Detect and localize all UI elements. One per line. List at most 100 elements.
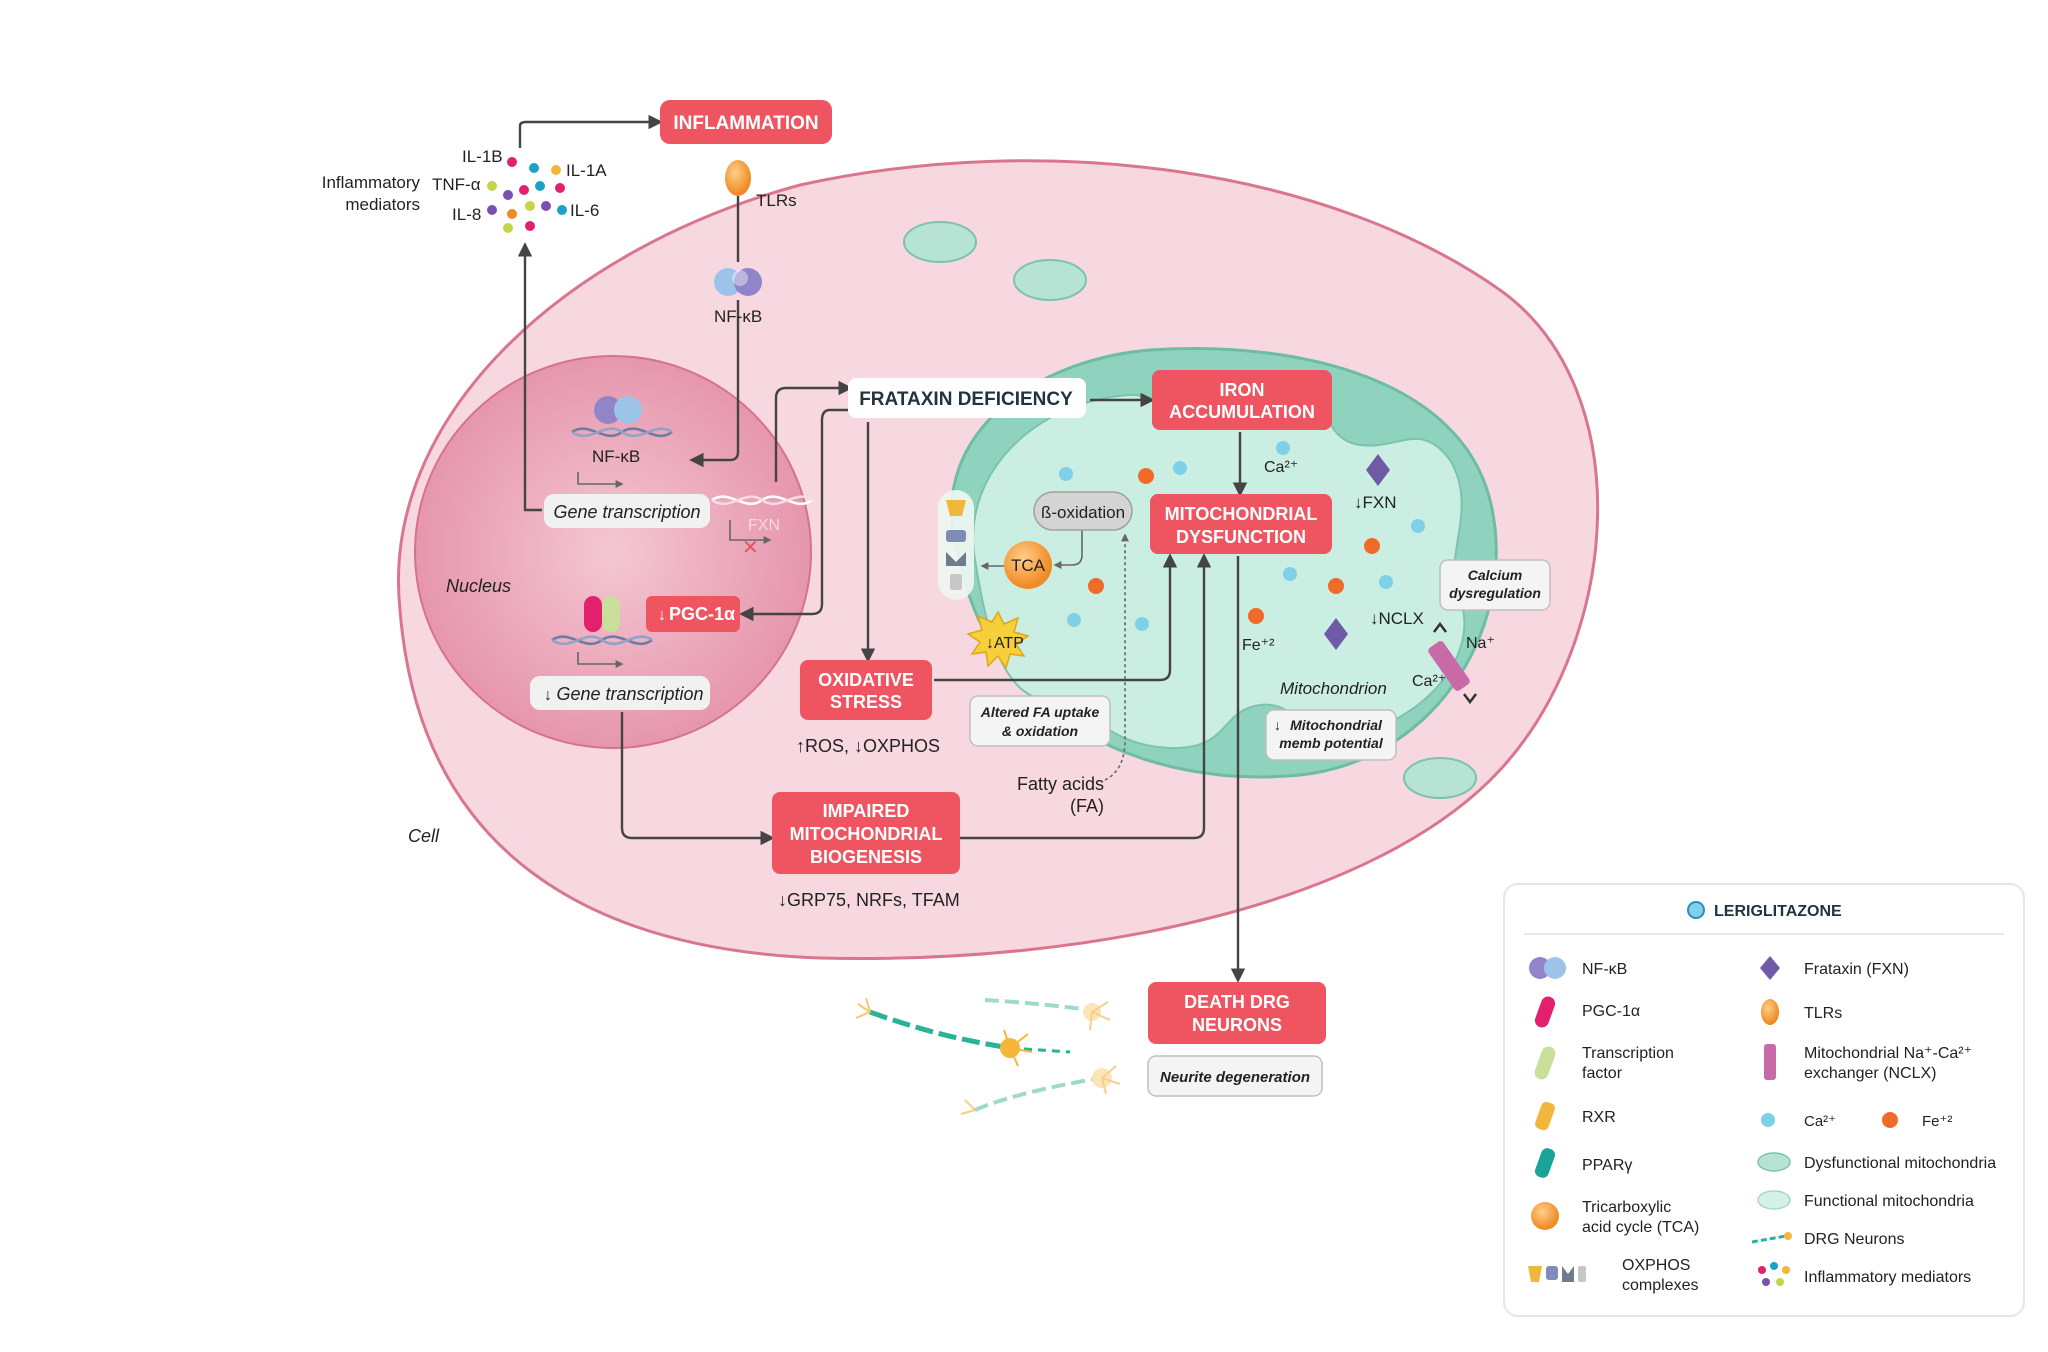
legend-dysfunctional-mito-icon bbox=[1757, 1152, 1791, 1172]
il8-label: IL-8 bbox=[452, 205, 481, 224]
tlrs-icon bbox=[725, 160, 751, 196]
legend-drg-neurons-icon bbox=[1751, 1232, 1792, 1244]
svg-text:memb potential: memb potential bbox=[1279, 735, 1384, 751]
ca-low-label: Ca²⁺ bbox=[1412, 673, 1446, 690]
svg-text:TLRs: TLRs bbox=[1804, 1005, 1842, 1022]
arrow-to-inflammation bbox=[518, 114, 663, 148]
legend-ppar-icon bbox=[1534, 1148, 1556, 1178]
svg-text:dysregulation: dysregulation bbox=[1449, 585, 1541, 601]
svg-text:Tricarboxylic: Tricarboxylic bbox=[1582, 1199, 1671, 1216]
nucleus-label: Nucleus bbox=[446, 576, 511, 596]
legend-title: LERIGLITAZONE bbox=[1714, 903, 1842, 920]
svg-text:↓: ↓ bbox=[544, 687, 552, 704]
arrow-fxn-to-deficiency bbox=[774, 380, 853, 482]
legend-tca-icon bbox=[1531, 1202, 1559, 1230]
arrow-nfkb-to-nucleus bbox=[689, 300, 740, 468]
calcium-dysregulation-pill: Calcium dysregulation bbox=[1439, 559, 1551, 611]
gene-transcription-down-pill: ↓ Gene transcription bbox=[530, 676, 710, 710]
mitochondrion-label: Mitochondrion bbox=[1280, 679, 1387, 698]
nfkb-nucleus-label: NF-κB bbox=[592, 447, 640, 466]
legend-tlrs-icon bbox=[1761, 999, 1779, 1025]
legend-pgc1a-icon bbox=[1534, 996, 1556, 1028]
svg-text:Mitochondrial: Mitochondrial bbox=[1290, 717, 1383, 733]
beta-oxidation-pill bbox=[1033, 491, 1133, 531]
neurite-degeneration-pill: Neurite degeneration bbox=[1147, 1055, 1323, 1097]
svg-text:OXIDATIVE: OXIDATIVE bbox=[818, 670, 914, 690]
il1b-label: IL-1B bbox=[462, 147, 503, 166]
arrow-beta-to-tca bbox=[1053, 530, 1083, 569]
svg-text:Transcription: Transcription bbox=[1582, 1045, 1674, 1062]
nfkb-label: NF-κB bbox=[714, 307, 762, 326]
mito-memb-potential-pill: ↓ Mitochondrial memb potential bbox=[1265, 709, 1397, 761]
frataxin-icon bbox=[1366, 454, 1390, 486]
svg-text:acid cycle (TCA): acid cycle (TCA) bbox=[1582, 1219, 1699, 1236]
gene-transcription-pill: Gene transcription bbox=[544, 494, 710, 528]
svg-text:NF-κB: NF-κB bbox=[1582, 961, 1627, 978]
nclx-mito-label: ↓NCLX bbox=[1370, 609, 1424, 628]
small-mitochondrion-2 bbox=[1013, 259, 1087, 301]
inflammatory-mediators-label-2: mediators bbox=[345, 195, 420, 214]
transcription-arrow-2 bbox=[577, 652, 624, 668]
legend-rxr-icon bbox=[1535, 1101, 1555, 1131]
svg-text:MITOCHONDRIAL: MITOCHONDRIAL bbox=[790, 824, 943, 844]
impaired-biogenesis-box: IMPAIRED MITOCHONDRIAL BIOGENESIS bbox=[772, 792, 960, 874]
tlrs-label: TLRs bbox=[756, 191, 797, 210]
death-drg-neurons-box: DEATH DRG NEURONS bbox=[1148, 982, 1326, 1044]
svg-text:FRATAXIN DEFICIENCY: FRATAXIN DEFICIENCY bbox=[859, 389, 1073, 410]
small-mitochondrion-3 bbox=[1403, 757, 1477, 799]
svg-text:Ca²⁺: Ca²⁺ bbox=[1804, 1113, 1836, 1130]
fatty-acids-label: Fatty acids bbox=[1017, 774, 1104, 794]
svg-text:exchanger (NCLX): exchanger (NCLX) bbox=[1804, 1065, 1937, 1082]
na-label: Na⁺ bbox=[1466, 635, 1495, 652]
frataxin-deficiency-box: FRATAXIN DEFICIENCY bbox=[848, 378, 1086, 418]
arrow-gene-to-mediators bbox=[517, 242, 542, 512]
svg-text:DYSFUNCTION: DYSFUNCTION bbox=[1176, 527, 1306, 547]
svg-text:OXPHOS: OXPHOS bbox=[1622, 1257, 1690, 1274]
svg-text:BIOGENESIS: BIOGENESIS bbox=[810, 847, 922, 867]
tca-icon bbox=[1004, 541, 1052, 589]
inflammation-box: INFLAMMATION bbox=[660, 100, 832, 144]
svg-text:STRESS: STRESS bbox=[830, 692, 902, 712]
fxn-gene-icon bbox=[711, 495, 813, 506]
pgc1a-dna-complex bbox=[551, 596, 653, 646]
legend-transcription-factor-icon bbox=[1534, 1046, 1556, 1080]
nclx-icon bbox=[1428, 621, 1477, 705]
svg-text:complexes: complexes bbox=[1622, 1277, 1698, 1294]
legend-nclx-icon bbox=[1764, 1044, 1776, 1080]
nucleus bbox=[414, 355, 812, 749]
altered-fa-pill: Altered FA uptake & oxidation bbox=[969, 695, 1111, 747]
frataxin-icon-2 bbox=[1324, 618, 1348, 650]
svg-text:INFLAMMATION: INFLAMMATION bbox=[673, 113, 818, 134]
arrow-deficiency-to-pgc1a bbox=[739, 408, 848, 622]
svg-text:MITOCHONDRIAL: MITOCHONDRIAL bbox=[1165, 504, 1318, 524]
svg-text:Dysfunctional mitochondria: Dysfunctional mitochondria bbox=[1804, 1155, 1996, 1172]
legend-frataxin-icon bbox=[1760, 956, 1780, 980]
fxn-gene-label: FXN bbox=[748, 517, 780, 534]
legend-functional-mito-icon bbox=[1757, 1190, 1791, 1210]
transcription-blocked-icon: ✕ bbox=[742, 537, 759, 559]
legend-ca-icon bbox=[1761, 1113, 1775, 1127]
svg-text:Gene transcription: Gene transcription bbox=[553, 502, 700, 522]
svg-text:PGC-1α: PGC-1α bbox=[1582, 1003, 1640, 1020]
il1a-label: IL-1A bbox=[566, 161, 607, 180]
transcription-arrow-fxn bbox=[729, 520, 772, 544]
cell-label: Cell bbox=[408, 826, 440, 846]
leriglitazone-icon bbox=[1687, 901, 1705, 919]
svg-text:PGC-1α: PGC-1α bbox=[669, 604, 735, 624]
arrow-oxidative-to-dysfunction bbox=[934, 553, 1178, 682]
legend-inflammatory-mediators-icon bbox=[1758, 1262, 1790, 1286]
svg-text:DEATH DRG: DEATH DRG bbox=[1184, 992, 1290, 1012]
legend-panel: LERIGLITAZONE NF-κB PGC-1α Transcription… bbox=[1503, 883, 2025, 1317]
svg-text:factor: factor bbox=[1582, 1065, 1623, 1082]
svg-text:Frataxin (FXN): Frataxin (FXN) bbox=[1804, 961, 1909, 978]
fe-mito-label: Fe⁺² bbox=[1242, 637, 1275, 654]
drg-neurons-icon bbox=[855, 997, 1121, 1115]
ros-oxphos-label: ↑ROS, ↓OXPHOS bbox=[796, 736, 940, 756]
svg-text:Inflammatory mediators: Inflammatory mediators bbox=[1804, 1269, 1971, 1286]
legend-oxphos-icon bbox=[1528, 1266, 1586, 1282]
inflammatory-mediators-icon bbox=[487, 157, 567, 233]
svg-text:IMPAIRED: IMPAIRED bbox=[823, 801, 910, 821]
svg-text:↓: ↓ bbox=[658, 607, 666, 624]
calcium-ions bbox=[1059, 441, 1425, 631]
